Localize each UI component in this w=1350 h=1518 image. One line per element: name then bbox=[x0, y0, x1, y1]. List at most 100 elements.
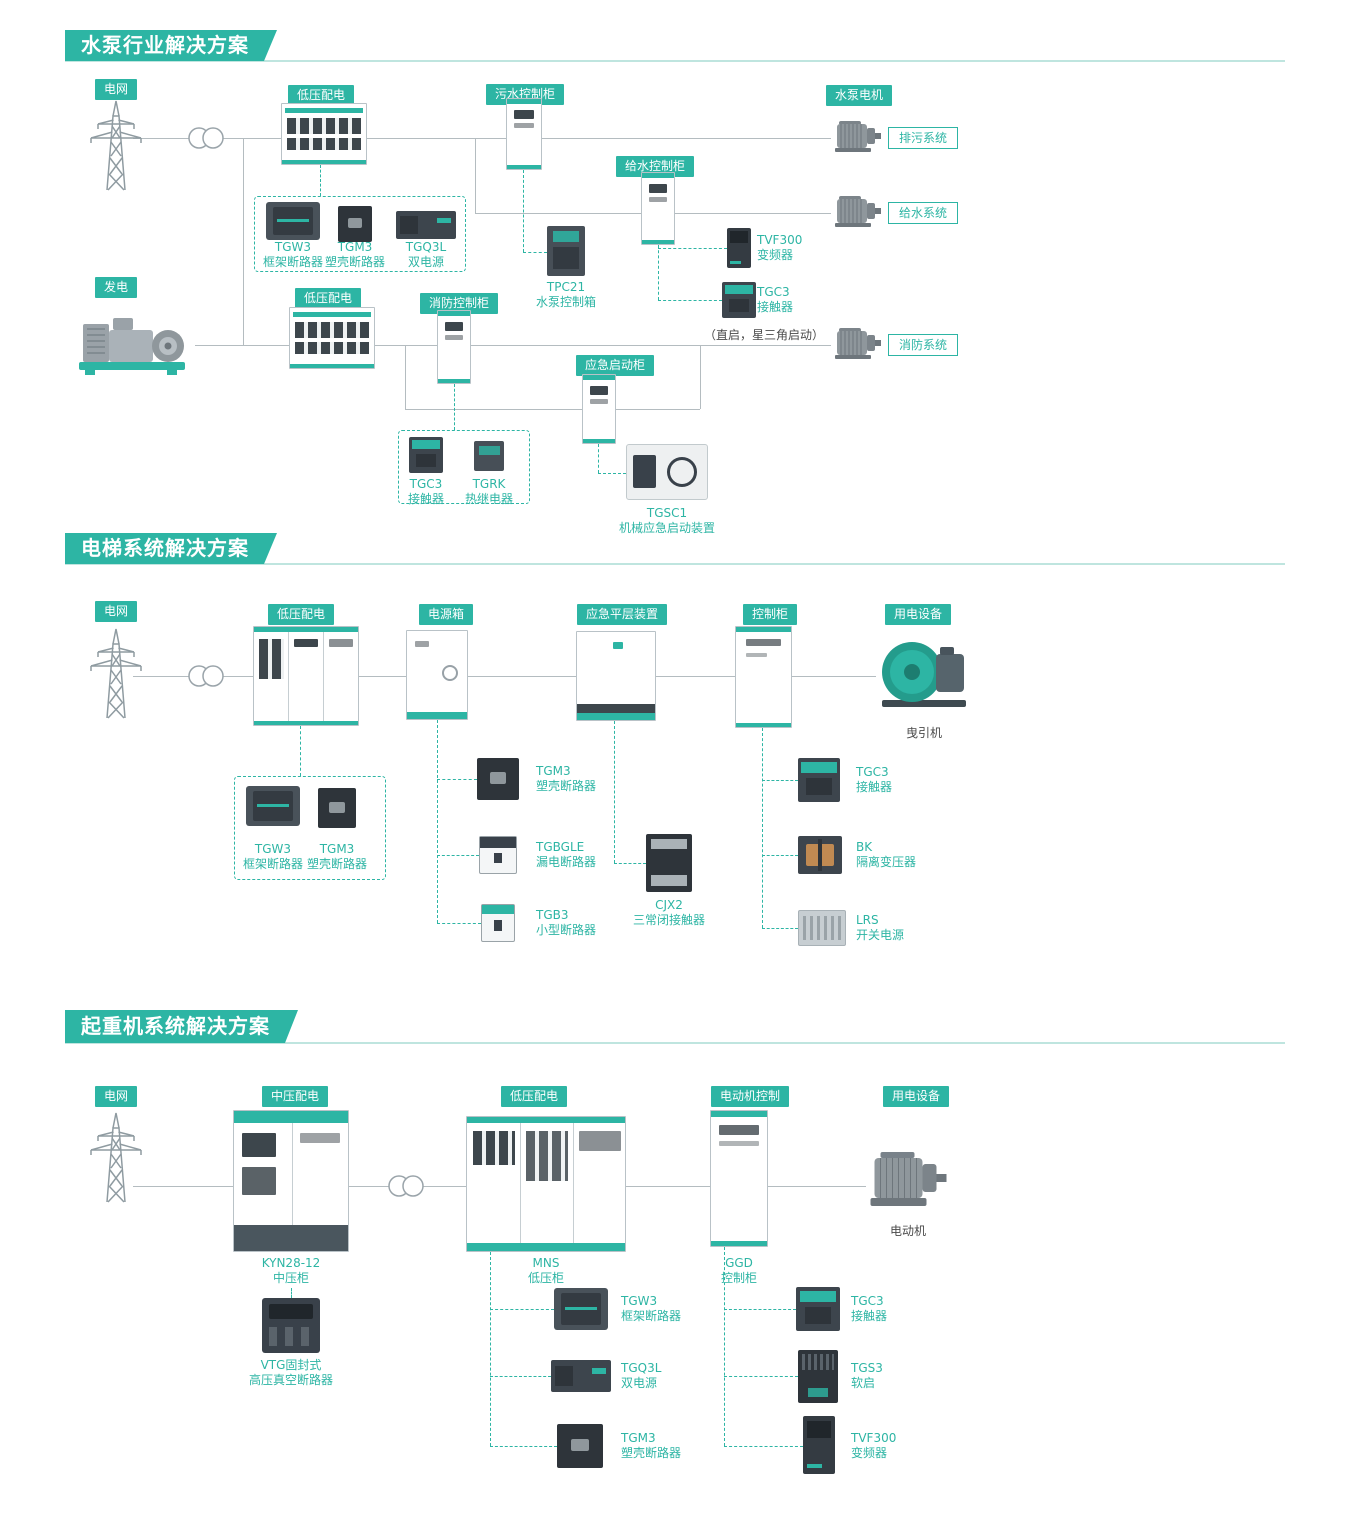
tgm3-label: TGM3 塑壳断路器 bbox=[303, 842, 371, 872]
dashed-connector bbox=[437, 779, 477, 780]
lrs-label: LRS 开关电源 bbox=[856, 913, 904, 943]
product-desc: 塑壳断路器 bbox=[324, 255, 385, 269]
lv-switchboard-cabinet bbox=[253, 626, 359, 726]
product-desc: 框架断路器 bbox=[242, 857, 303, 871]
traction-machine-label: 曳引机 bbox=[905, 726, 942, 740]
tgsc1-label: TGSC1 机械应急启动装置 bbox=[607, 506, 727, 536]
badge-lv-distribution-2: 低压配电 bbox=[295, 288, 362, 309]
product-desc: 接触器 bbox=[856, 780, 893, 794]
product-desc: 接触器 bbox=[851, 1309, 888, 1323]
dashed-connector bbox=[724, 1247, 725, 1446]
badge-load-equipment: 用电设备 bbox=[885, 604, 952, 625]
tgm3-mccb-image bbox=[338, 206, 372, 242]
product-model: TGC3 bbox=[851, 1294, 884, 1308]
tvf300-vfd-image bbox=[727, 228, 751, 268]
power-grid-tower-icon bbox=[82, 96, 150, 192]
product-desc: 框架断路器 bbox=[262, 255, 323, 269]
lv-switchgear-cabinet-2 bbox=[289, 307, 375, 369]
product-model: TGB3 bbox=[536, 908, 569, 922]
tgm3-label: TGM3 塑壳断路器 bbox=[536, 764, 596, 794]
product-desc: 高压真空断路器 bbox=[248, 1373, 333, 1387]
tgbgle-label: TGBGLE 漏电断路器 bbox=[536, 840, 596, 870]
dashed-connector bbox=[454, 384, 455, 430]
product-model: TGM3 bbox=[536, 764, 571, 778]
product-model: TGQ3L bbox=[621, 1361, 662, 1375]
dashed-connector bbox=[762, 728, 763, 928]
tgm3-label: TGM3 塑壳断路器 bbox=[621, 1431, 681, 1461]
tgsc1-emergency-device-image bbox=[626, 444, 708, 500]
motor-label: 电动机 bbox=[889, 1224, 926, 1238]
vtg-label: VTG固封式 高压真空断路器 bbox=[236, 1358, 346, 1388]
emergency-leveling-device bbox=[576, 631, 656, 721]
product-model: KYN28-12 bbox=[261, 1256, 321, 1270]
dashed-connector bbox=[658, 300, 722, 301]
tgb3-mcb-image bbox=[481, 904, 515, 942]
product-desc: 控制柜 bbox=[720, 1271, 757, 1285]
tpc21-label: TPC21 水泵控制箱 bbox=[516, 280, 616, 310]
connector-line bbox=[626, 1186, 710, 1187]
badge-pump-motor: 水泵电机 bbox=[826, 85, 893, 106]
dashed-connector bbox=[762, 855, 798, 856]
dashed-connector bbox=[437, 923, 481, 924]
tgq3l-ats-image bbox=[551, 1360, 611, 1392]
power-grid-tower-icon bbox=[82, 1108, 150, 1204]
product-model: TVF300 bbox=[757, 233, 803, 247]
product-desc: 框架断路器 bbox=[621, 1309, 682, 1323]
bk-transformer-image bbox=[798, 836, 842, 874]
tgw3-frame-breaker-image bbox=[246, 786, 300, 826]
badge-motor-control: 电动机控制 bbox=[711, 1086, 790, 1107]
tgw3-label: TGW3 框架断路器 bbox=[239, 842, 307, 872]
product-desc: 小型断路器 bbox=[536, 923, 597, 937]
badge-grid: 电网 bbox=[95, 79, 138, 100]
product-model: CJX2 bbox=[655, 898, 683, 912]
connector-line bbox=[405, 345, 406, 409]
transformer-icon bbox=[184, 124, 228, 152]
product-model: MNS bbox=[532, 1256, 560, 1270]
sewage-control-cabinet bbox=[506, 98, 542, 170]
product-model: TGQ3L bbox=[405, 240, 447, 254]
ggd-control-cabinet bbox=[710, 1110, 768, 1247]
drain-system-box: 排污系统 bbox=[888, 127, 959, 149]
dashed-connector bbox=[300, 726, 301, 776]
product-model: TPC21 bbox=[546, 280, 586, 294]
connector-line bbox=[468, 676, 576, 677]
dashed-connector bbox=[490, 1309, 554, 1310]
fire-control-cabinet bbox=[437, 310, 471, 384]
tvf300-label: TVF300 变频器 bbox=[757, 233, 802, 263]
product-model: BK bbox=[856, 840, 873, 854]
product-desc: 变频器 bbox=[851, 1446, 888, 1460]
product-desc: 接触器 bbox=[757, 300, 794, 314]
product-model: TGBGLE bbox=[536, 840, 585, 854]
badge-fire-cabinet: 消防控制柜 bbox=[420, 293, 499, 314]
tgs3-label: TGS3 软启 bbox=[851, 1361, 883, 1391]
crane-section-title: 起重机系统解决方案 bbox=[65, 1010, 298, 1043]
dashed-connector bbox=[658, 245, 659, 300]
tgw3-frame-breaker-image bbox=[266, 202, 320, 240]
tgc3-label: TGC3 接触器 bbox=[851, 1294, 887, 1324]
diesel-generator-icon bbox=[75, 296, 195, 380]
product-desc: 软启 bbox=[851, 1376, 876, 1390]
connector-line bbox=[616, 409, 700, 410]
mv-switchgear-cabinet bbox=[233, 1110, 349, 1252]
elevator-control-cabinet bbox=[735, 626, 792, 728]
badge-grid: 电网 bbox=[95, 1086, 138, 1107]
dashed-connector bbox=[490, 1376, 551, 1377]
product-desc: 开关电源 bbox=[856, 928, 905, 942]
product-model: TGS3 bbox=[851, 1361, 883, 1375]
connector-line bbox=[367, 138, 831, 139]
product-desc: 双电源 bbox=[621, 1376, 658, 1390]
lv-switchgear-cabinet-1 bbox=[281, 103, 367, 165]
dashed-connector bbox=[437, 855, 479, 856]
tgq3l-label: TGQ3L 双电源 bbox=[394, 240, 458, 270]
tgq3l-label: TGQ3L 双电源 bbox=[621, 1361, 661, 1391]
connector-line bbox=[359, 676, 406, 677]
product-model: TVF300 bbox=[851, 1431, 897, 1445]
product-desc: 双电源 bbox=[407, 255, 444, 269]
badge-generator: 发电 bbox=[95, 277, 138, 298]
tvf300-label: TVF300 变频器 bbox=[851, 1431, 896, 1461]
connector-line bbox=[768, 1186, 866, 1187]
product-desc: 塑壳断路器 bbox=[306, 857, 367, 871]
power-grid-tower-icon bbox=[82, 624, 150, 720]
pump-motor-icon-drain bbox=[829, 118, 881, 156]
product-desc: 机械应急启动装置 bbox=[618, 521, 715, 535]
